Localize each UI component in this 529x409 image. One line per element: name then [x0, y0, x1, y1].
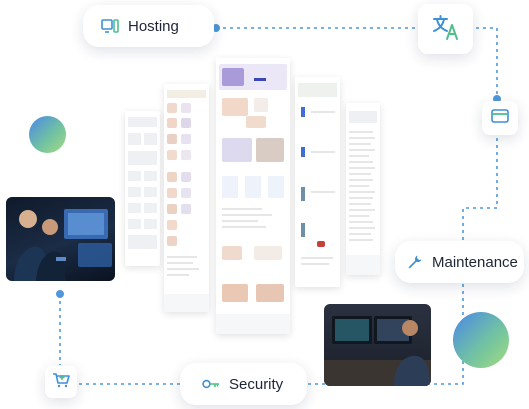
key-icon	[202, 375, 220, 393]
team-at-computers-photo	[6, 197, 115, 281]
cart-tile	[45, 366, 77, 398]
security-label: Security	[229, 375, 284, 393]
credit-card-icon	[491, 108, 509, 128]
page-preview-far-right	[346, 103, 380, 275]
translate-tile	[418, 4, 473, 54]
page-preview-left	[164, 84, 209, 312]
server-monitor-icon	[101, 17, 119, 35]
security-pill: Security	[180, 363, 307, 405]
maintenance-pill: Maintenance	[395, 241, 524, 283]
wrench-icon	[407, 253, 423, 271]
connector-dot	[493, 95, 501, 103]
gradient-orb	[29, 116, 66, 153]
hosting-pill: Hosting	[83, 5, 214, 47]
connector-dot	[56, 290, 64, 298]
translate-icon	[431, 13, 461, 46]
page-preview-center	[216, 58, 290, 334]
hosting-label: Hosting	[128, 17, 179, 35]
connector-dot	[212, 24, 220, 32]
page-preview-far-left	[125, 111, 160, 266]
gradient-orb	[453, 312, 509, 368]
maintenance-label: Maintenance	[432, 253, 518, 271]
developer-at-workstation-photo	[324, 304, 431, 386]
shopping-cart-icon	[52, 372, 70, 393]
page-preview-right	[295, 77, 340, 287]
payment-tile	[482, 101, 518, 135]
